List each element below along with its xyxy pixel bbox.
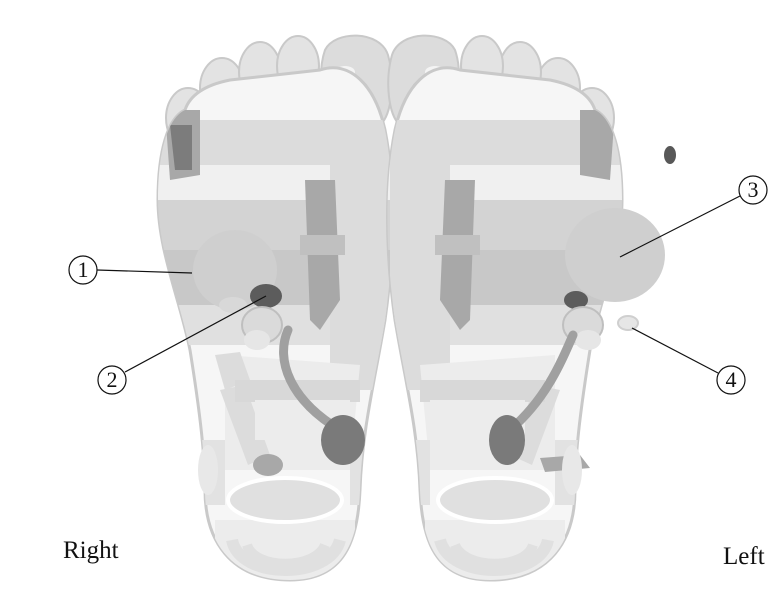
callout-number-3: 3	[748, 177, 759, 202]
left-foot	[380, 36, 676, 590]
left-foot-label: Left	[723, 543, 765, 571]
right-foot-label: Right	[63, 537, 119, 565]
reflex-zone-3	[565, 208, 665, 302]
leader-line-4	[632, 328, 718, 373]
right-foot	[150, 36, 400, 590]
callout-number-2: 2	[107, 367, 118, 392]
callout-number-4: 4	[726, 367, 737, 392]
callout-4: 4	[632, 328, 745, 394]
reflex-zone-4	[618, 316, 638, 330]
callout-number-1: 1	[78, 257, 89, 282]
